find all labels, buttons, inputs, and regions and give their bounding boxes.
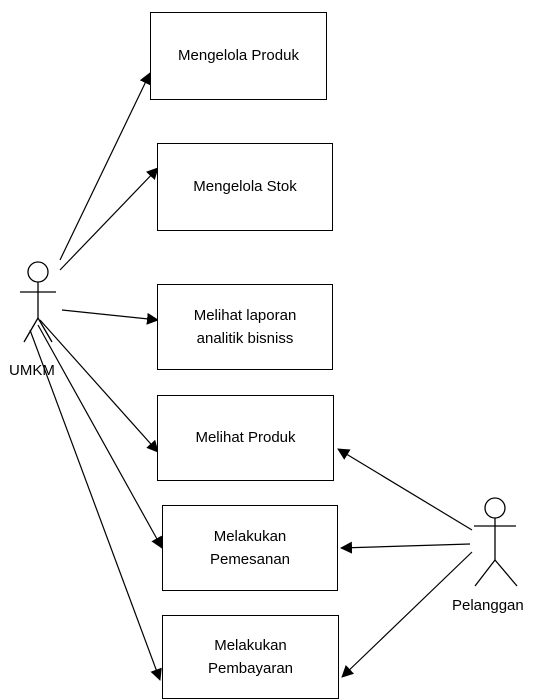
use-case-melihat-laporan: Melihat laporan analitik bisniss	[157, 284, 333, 370]
association-umkm-mengelola-stok	[59, 167, 159, 271]
association-pelanggan-melihat-produk	[337, 448, 473, 531]
pelanggan-actor-head	[484, 497, 506, 519]
umkm-actor-head	[27, 261, 49, 283]
use-case-melihat-produk: Melihat Produk	[157, 395, 334, 481]
association-umkm-mengelola-produk	[59, 72, 151, 261]
association-umkm-melakukan-pemesanan	[37, 324, 163, 549]
pelanggan-actor-label: Pelanggan	[452, 597, 524, 614]
pelanggan-actor-left-leg	[474, 559, 496, 587]
association-umkm-melihat-produk	[39, 319, 159, 453]
use-case-mengelola-stok: Mengelola Stok	[157, 143, 333, 231]
use-case-mengelola-produk: Mengelola Produk	[150, 12, 327, 100]
umkm-actor-right-leg	[37, 317, 53, 343]
association-umkm-melihat-laporan	[61, 309, 159, 325]
umkm-actor-label: UMKM	[9, 362, 55, 379]
umkm-actor-left-leg	[23, 317, 39, 343]
pelanggan-actor-figure	[474, 497, 518, 587]
association-umkm-melakukan-pembayaran	[29, 329, 162, 681]
umkm-actor-figure	[20, 261, 56, 343]
association-pelanggan-melakukan-pemesanan	[340, 541, 471, 554]
association-pelanggan-melakukan-pembayaran	[341, 551, 473, 678]
pelanggan-actor-right-leg	[494, 559, 518, 587]
use-case-melakukan-pembayaran: Melakukan Pembayaran	[162, 615, 339, 699]
use-case-melakukan-pemesanan: Melakukan Pemesanan	[162, 505, 338, 591]
